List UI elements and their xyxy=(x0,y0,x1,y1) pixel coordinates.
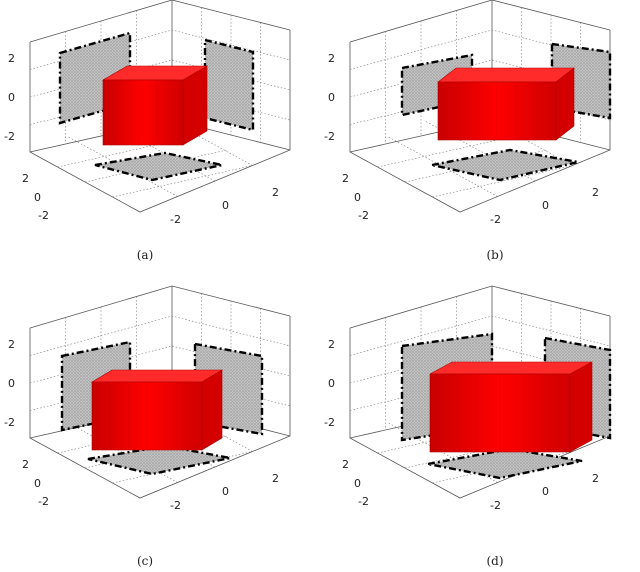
left-axis-tick-label: 2 xyxy=(342,172,349,185)
panel-a: 20-220-2-202 xyxy=(4,0,291,226)
box-side xyxy=(569,361,593,453)
box-side xyxy=(182,65,208,146)
projection-floor xyxy=(94,151,223,182)
z-tick-label: 0 xyxy=(328,377,335,390)
left-axis-tick-label: 0 xyxy=(354,477,361,490)
right-axis-tick-label: 2 xyxy=(592,472,599,485)
projection-floor xyxy=(431,148,579,182)
box-top xyxy=(437,67,575,83)
projection-floor xyxy=(427,447,583,480)
right-axis-tick-label: -2 xyxy=(490,499,501,512)
left-axis-tick-label: 2 xyxy=(342,458,349,471)
left-axis-tick-label: -2 xyxy=(38,495,49,508)
axes-top-edge xyxy=(349,0,611,43)
right-axis-tick-label: 2 xyxy=(592,186,599,199)
panel-b: 20-220-2-202 xyxy=(324,0,612,226)
grid-line xyxy=(29,315,291,356)
z-tick-label: 2 xyxy=(328,52,335,65)
right-axis-tick-label: -2 xyxy=(170,213,181,226)
grid-line xyxy=(349,315,611,356)
left-axis-tick-label: 2 xyxy=(22,458,29,471)
z-tick-label: 0 xyxy=(328,91,335,104)
z-tick-label: 0 xyxy=(8,377,15,390)
z-tick-label: -2 xyxy=(4,416,15,429)
right-axis-tick-label: -2 xyxy=(170,499,181,512)
panel-c: 20-220-2-202 xyxy=(4,285,291,512)
panel-caption: (d) xyxy=(486,554,503,568)
z-tick-label: -2 xyxy=(324,416,335,429)
right-axis-tick-label: 0 xyxy=(222,199,229,212)
left-axis-tick-label: 0 xyxy=(354,191,361,204)
box-top xyxy=(429,361,593,375)
right-axis-tick-label: 0 xyxy=(542,485,549,498)
z-tick-label: -2 xyxy=(4,130,15,143)
right-axis-tick-label: -2 xyxy=(490,213,501,226)
right-axis-tick-label: 0 xyxy=(222,485,229,498)
right-axis-tick-label: 2 xyxy=(272,472,279,485)
axes-outline xyxy=(29,30,291,213)
z-tick-label: 2 xyxy=(328,338,335,351)
box-top xyxy=(90,369,224,383)
z-tick-label: -2 xyxy=(324,130,335,143)
axes-top-edge xyxy=(349,285,611,329)
left-axis-tick-label: -2 xyxy=(358,495,369,508)
left-axis-tick-label: 0 xyxy=(34,191,41,204)
panel-caption: (c) xyxy=(137,554,153,568)
left-axis-tick-label: 0 xyxy=(34,477,41,490)
panel-caption: (a) xyxy=(137,248,154,262)
box-side xyxy=(201,369,223,451)
projection-floor xyxy=(87,444,231,476)
right-axis-tick-label: 2 xyxy=(272,186,279,199)
z-tick-label: 2 xyxy=(8,52,15,65)
axes-top-edge xyxy=(29,0,291,43)
panel-d: 20-220-2-202 xyxy=(324,285,612,512)
left-axis-tick-label: 2 xyxy=(22,172,29,185)
left-axis-tick-label: -2 xyxy=(358,209,369,222)
left-axis-tick-label: -2 xyxy=(38,209,49,222)
right-axis-tick-label: 0 xyxy=(542,199,549,212)
z-tick-label: 2 xyxy=(8,338,15,351)
projection-right-wall xyxy=(203,38,255,132)
panel-caption: (b) xyxy=(486,248,503,262)
axes-top-edge xyxy=(29,285,291,329)
z-tick-label: 0 xyxy=(8,91,15,104)
axes-outline xyxy=(29,316,291,499)
